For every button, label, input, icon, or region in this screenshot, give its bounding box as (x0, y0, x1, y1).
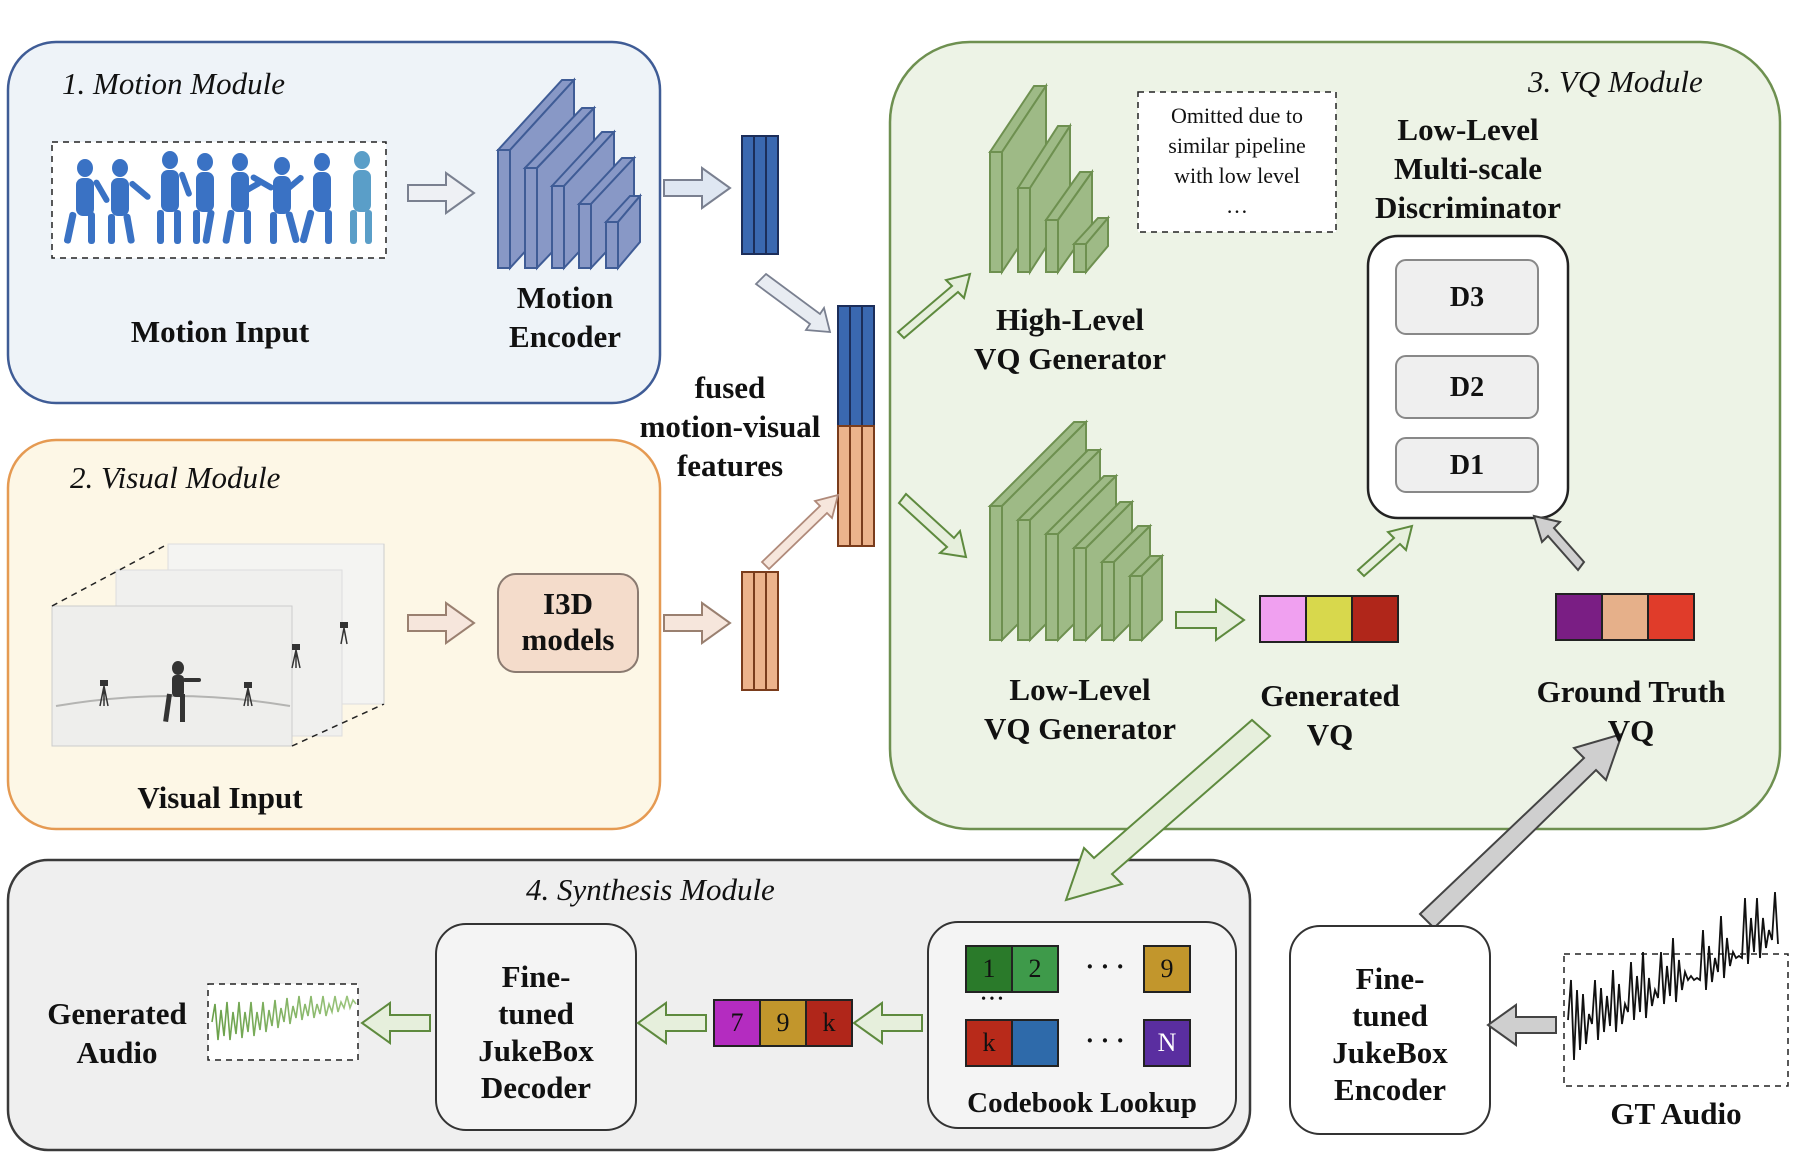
encoder-box (1289, 925, 1491, 1135)
visual-module-title: 2. Visual Module (70, 460, 281, 495)
omitted-note-box (1137, 91, 1337, 233)
gt-audio-label: GT Audio (1610, 1096, 1742, 1131)
generated-audio-waveform-frame (207, 983, 359, 1061)
codebook-cell-9: 9 (1160, 954, 1174, 983)
arrow-low-gen-to-generated-vq (1175, 598, 1246, 642)
arrow-motion-to-encoder (407, 171, 476, 215)
codebook-cell-2: 2 (1028, 954, 1042, 983)
d2-label: D2 (1449, 372, 1485, 403)
arrow-visual-to-i3d (407, 601, 476, 645)
codebook-cell-k: k (982, 1028, 996, 1057)
visual-input-image (51, 543, 385, 747)
arrow-encoder-to-motion-feature (663, 166, 732, 210)
codebook-cell-1: 1 (982, 954, 996, 983)
arrow-motion-to-fused (754, 272, 832, 334)
arrow-i3d-to-visual-feature (663, 601, 732, 645)
arrow-tokens-to-decoder (636, 1001, 707, 1045)
arrow-generated-vq-to-discriminator (1356, 524, 1414, 578)
codebook-cell-N: N (1157, 1028, 1177, 1057)
sequence-token-3: k (822, 1008, 836, 1037)
discriminator-d1 (1395, 437, 1539, 493)
generated-vq-tokens (1259, 595, 1399, 643)
motion-module-title: 1. Motion Module (62, 66, 285, 101)
motion-feature-vector (741, 135, 779, 255)
arrow-gt-vq-to-discriminator (1532, 514, 1586, 572)
dancer-figures (63, 151, 372, 244)
ground-truth-vq-tokens (1555, 593, 1695, 641)
fused-feature-vector (837, 305, 875, 547)
motion-input-label: Motion Input (130, 314, 310, 349)
arrow-encoder-to-gt-vq (1418, 732, 1624, 930)
decoder-box (435, 923, 637, 1131)
vq-module-title: 3. VQ Module (1528, 64, 1703, 99)
codebook-label: Codebook Lookup (967, 1087, 1197, 1119)
d1-label: D1 (1449, 450, 1485, 481)
codebook-vertical-dots: • • • (981, 992, 1003, 1007)
sequence-tokens (713, 999, 853, 1047)
arrow-fused-to-high-gen (896, 272, 972, 340)
synthesis-module-title: 4. Synthesis Module (526, 872, 775, 907)
d3-label: D3 (1449, 282, 1485, 313)
motion-input-image (51, 141, 387, 259)
low-level-generator-stack (987, 419, 1165, 643)
visual-feature-vector (741, 571, 779, 691)
codebook-grid (965, 945, 1191, 1067)
sequence-token-1: 7 (730, 1008, 744, 1037)
sequence-token-2: 9 (776, 1008, 790, 1037)
arrow-codebook-to-tokens (852, 1001, 923, 1045)
arrow-fused-to-low-gen (897, 492, 968, 559)
codebook-ellipsis-row1: · · · (1085, 952, 1125, 981)
arrow-visual-to-fused (760, 493, 840, 571)
arrow-decoder-to-audio (360, 1001, 431, 1045)
discriminator-d2 (1395, 355, 1539, 419)
visual-input-label: Visual Input (137, 780, 303, 815)
arrow-gt-audio-to-encoder (1486, 1003, 1557, 1047)
motion-encoder-stack (495, 77, 643, 271)
i3d-models-box (497, 573, 639, 673)
arrow-generated-vq-to-codebook (1064, 718, 1272, 902)
gt-audio-waveform-frame (1563, 953, 1789, 1087)
high-level-generator-stack (988, 82, 1111, 276)
gt-audio-waveform (1567, 891, 1779, 1061)
codebook-ellipsis-row2: · · · (1085, 1026, 1125, 1055)
discriminator-d3 (1395, 259, 1539, 335)
generated-audio-waveform (211, 995, 357, 1041)
